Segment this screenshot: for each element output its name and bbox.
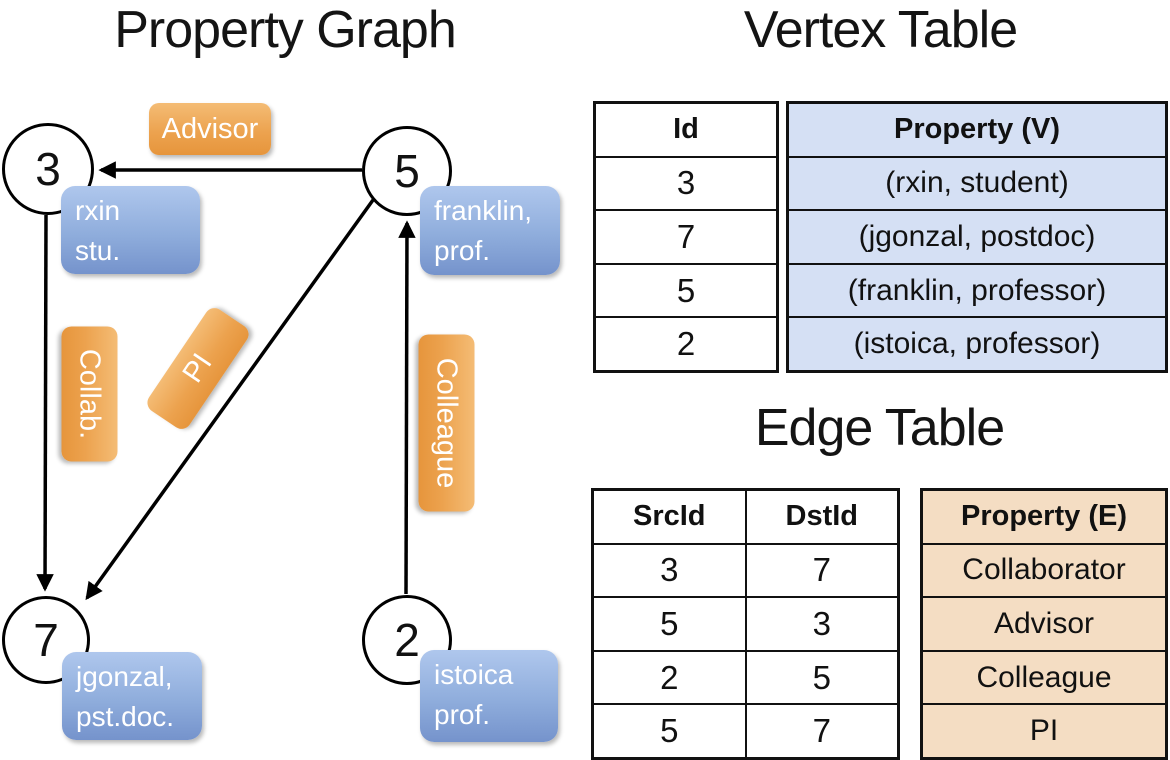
vertex-table-header-property: Property (V) bbox=[894, 113, 1060, 146]
vertex-property-line: stu. bbox=[75, 235, 121, 266]
vertex-table-header-id: Id bbox=[673, 113, 699, 146]
vertex-property-line: jgonzal, bbox=[76, 661, 173, 692]
vertex-property-line: istoica bbox=[434, 659, 514, 690]
edge-table-srcid-cell: 2 bbox=[594, 649, 745, 704]
vertex-property-line: franklin, bbox=[434, 195, 533, 226]
edge-table-property-cell: Colleague bbox=[923, 649, 1165, 704]
edge-arrow-5-to-7 bbox=[85, 198, 375, 601]
edge-label-advisor: Advisor bbox=[149, 103, 271, 155]
vertex-table-id-cell: 5 bbox=[596, 262, 776, 317]
vertex-table-property-cell: (franklin, professor) bbox=[789, 262, 1165, 317]
vertex-table-property-column: Property (V) (rxin, student) (jgonzal, p… bbox=[786, 101, 1168, 373]
edge-table-dstid-cell: 3 bbox=[746, 596, 897, 650]
edge-table-property-cell: Advisor bbox=[923, 596, 1165, 650]
vertex-table-title: Vertex Table bbox=[743, 1, 1018, 59]
edge-table-header-property: Property (E) bbox=[961, 500, 1127, 533]
vertex-table-id-column: Id 3 7 5 2 bbox=[593, 101, 779, 373]
vertex-property-line: prof. bbox=[434, 235, 491, 266]
edge-table-property-cell: PI bbox=[923, 703, 1165, 757]
vertex-table-id-cell: 3 bbox=[596, 155, 776, 210]
edge-table-property-column: Property (E) Collaborator Advisor Collea… bbox=[920, 488, 1168, 760]
vertex-property-box-7: jgonzal, pst.doc. bbox=[62, 652, 202, 740]
edge-arrow-2-to-5 bbox=[398, 220, 416, 595]
edge-table-header-srcid: SrcId bbox=[632, 500, 706, 533]
edge-table-srcid-cell: 5 bbox=[594, 703, 745, 757]
edge-table-srcid-column: SrcId 3 5 2 5 bbox=[594, 491, 745, 757]
vertex-table-property-cell: (jgonzal, postdoc) bbox=[789, 209, 1165, 263]
vertex-property-box-2: istoica prof. bbox=[420, 650, 558, 742]
edge-table-header-dstid: DstId bbox=[785, 500, 859, 533]
edge-table-dstid-column: DstId 7 3 5 7 bbox=[744, 491, 897, 757]
vertex-property-box-3: rxin stu. bbox=[61, 186, 200, 274]
vertex-property-box-5: franklin, prof. bbox=[420, 186, 560, 275]
edge-table-dstid-cell: 7 bbox=[746, 703, 897, 757]
edge-arrow-3-to-7 bbox=[36, 214, 54, 592]
edge-table-title: Edge Table bbox=[754, 399, 1005, 457]
vertex-node-5: 5 bbox=[362, 126, 452, 216]
property-graph-title: Property Graph bbox=[114, 1, 457, 59]
edge-table-dstid-cell: 5 bbox=[746, 649, 897, 704]
edge-table-srcid-cell: 5 bbox=[594, 596, 745, 650]
vertex-property-line: prof. bbox=[434, 699, 491, 730]
vertex-property-line: rxin bbox=[75, 195, 121, 226]
vertex-table-property-cell: (rxin, student) bbox=[789, 155, 1165, 210]
edge-table-id-columns: SrcId 3 5 2 5 DstId 7 3 5 7 bbox=[591, 488, 900, 760]
vertex-property-line: pst.doc. bbox=[76, 701, 175, 732]
edge-table-dstid-cell: 7 bbox=[746, 542, 897, 597]
edge-label-colleague: Colleague bbox=[418, 334, 475, 512]
vertex-table-id-cell: 7 bbox=[596, 209, 776, 263]
vertex-node-2: 2 bbox=[362, 595, 452, 685]
edge-label-collab: Collab. bbox=[61, 326, 118, 462]
edge-table-srcid-cell: 3 bbox=[594, 542, 745, 597]
vertex-table-id-cell: 2 bbox=[596, 316, 776, 370]
edge-table-property-cell: Collaborator bbox=[923, 542, 1165, 597]
graph-edges-canvas bbox=[36, 161, 416, 601]
vertex-table-property-cell: (istoica, professor) bbox=[789, 316, 1165, 370]
